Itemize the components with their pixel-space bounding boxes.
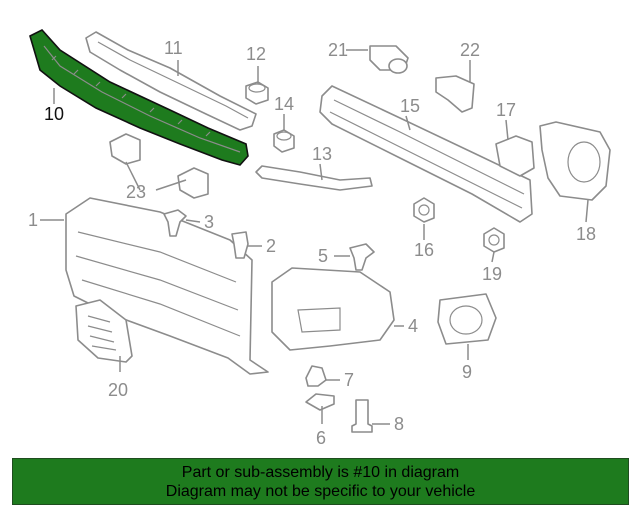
callout-15: 15: [400, 96, 420, 116]
part-7-clip[interactable]: [305, 365, 327, 387]
part-14-nut[interactable]: [273, 129, 295, 153]
banner-line-disclaimer: Diagram may not be specific to your vehi…: [165, 482, 476, 500]
part-10-absorber[interactable]: [29, 29, 249, 166]
info-banner: Part or sub-assembly is #10 in diagram D…: [12, 458, 629, 505]
callout-2: 2: [266, 236, 276, 256]
callout-12: 12: [246, 44, 266, 64]
callout-20: 20: [108, 380, 128, 400]
callout-13: 13: [312, 144, 332, 164]
part-18-side-support[interactable]: [539, 121, 611, 201]
part-4-end-cap[interactable]: [271, 267, 395, 351]
part-21-sensor[interactable]: [369, 45, 409, 74]
part-5-clip[interactable]: [349, 243, 375, 271]
callout-16: 16: [414, 240, 434, 260]
part-9-fog-bezel[interactable]: [437, 293, 497, 345]
callout-21: 21: [328, 40, 348, 60]
part-15-reinforcement[interactable]: [319, 85, 533, 223]
parts-diagram: 10 11 12 14 23 13 21 22 15 17 18 16 19 1…: [28, 29, 611, 448]
callout-5: 5: [318, 246, 328, 266]
callout-19: 19: [482, 264, 502, 284]
part-12-nut[interactable]: [245, 81, 269, 105]
callout-3: 3: [204, 212, 214, 232]
callout-18: 18: [576, 224, 596, 244]
callout-7: 7: [344, 370, 354, 390]
part-11-upper-reinforcement[interactable]: [85, 31, 257, 131]
callout-labels: 10 11 12 14 23 13 21 22 15 17 18 16 19 1…: [28, 38, 596, 448]
part-13-bracket-strip[interactable]: [255, 165, 373, 191]
part-22-sensor-bracket[interactable]: [435, 75, 475, 113]
part-17-side-bracket[interactable]: [495, 135, 535, 177]
banner-line-part: Part or sub-assembly is #10 in diagram: [181, 463, 460, 481]
part-2-bolt[interactable]: [231, 231, 249, 259]
callout-6: 6: [316, 428, 326, 448]
callout-14: 14: [274, 94, 294, 114]
part-23-bracket[interactable]: [109, 133, 209, 199]
part-20-license-bracket[interactable]: [75, 299, 133, 363]
callout-17: 17: [496, 100, 516, 120]
callout-11: 11: [164, 38, 183, 58]
leader-lines: [40, 49, 589, 425]
callout-10: 10: [44, 104, 64, 124]
part-6-nut-plate[interactable]: [305, 393, 335, 411]
part-3-clip[interactable]: [163, 209, 187, 237]
part-16-nut[interactable]: [413, 197, 435, 223]
callout-8: 8: [394, 414, 404, 434]
callout-4: 4: [408, 316, 418, 336]
callout-1: 1: [28, 210, 38, 230]
callout-22: 22: [460, 40, 480, 60]
callout-23: 23: [126, 182, 146, 202]
part-8-bolt[interactable]: [351, 399, 373, 433]
part-1-bumper-cover[interactable]: [65, 197, 269, 375]
callout-9: 9: [462, 362, 472, 382]
part-19-nut[interactable]: [483, 227, 505, 253]
